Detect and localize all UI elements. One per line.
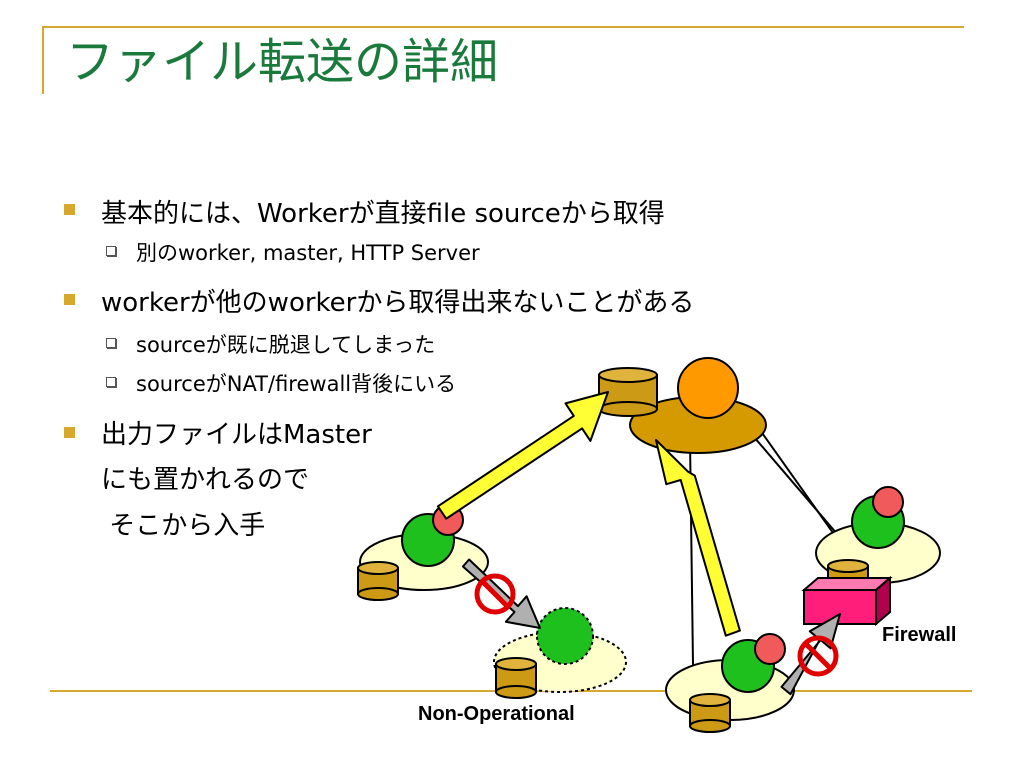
transfer-arrow-bottom [655, 439, 741, 637]
firewall-box [801, 575, 893, 627]
worker-red-node [754, 633, 786, 665]
non-operational-green-node [536, 607, 594, 665]
prohibit-icon [474, 573, 516, 615]
file-source-cylinder-master [598, 367, 658, 417]
file-cylinder-non-operational [495, 657, 537, 699]
prohibit-icon [797, 635, 839, 677]
top-rule [42, 26, 964, 28]
blocked-arrow-left [461, 558, 541, 629]
worker-node-left [359, 504, 489, 591]
slide-title: ファイル転送の詳細 [66, 34, 499, 90]
non-operational-label: Non-Operational [418, 703, 575, 725]
firewall-label: Firewall [882, 624, 956, 646]
worker-node-bottom [665, 633, 795, 721]
blocked-arrow-right [780, 613, 841, 696]
master-link-line [747, 429, 839, 536]
master-node [629, 357, 767, 454]
transfer-arrow-to-master-left [436, 391, 609, 520]
worker-red-node [872, 486, 904, 518]
left-rule [42, 26, 44, 94]
master-orange-node [677, 357, 739, 419]
file-cylinder-left [357, 561, 399, 601]
file-cylinder-bottom [689, 693, 731, 733]
